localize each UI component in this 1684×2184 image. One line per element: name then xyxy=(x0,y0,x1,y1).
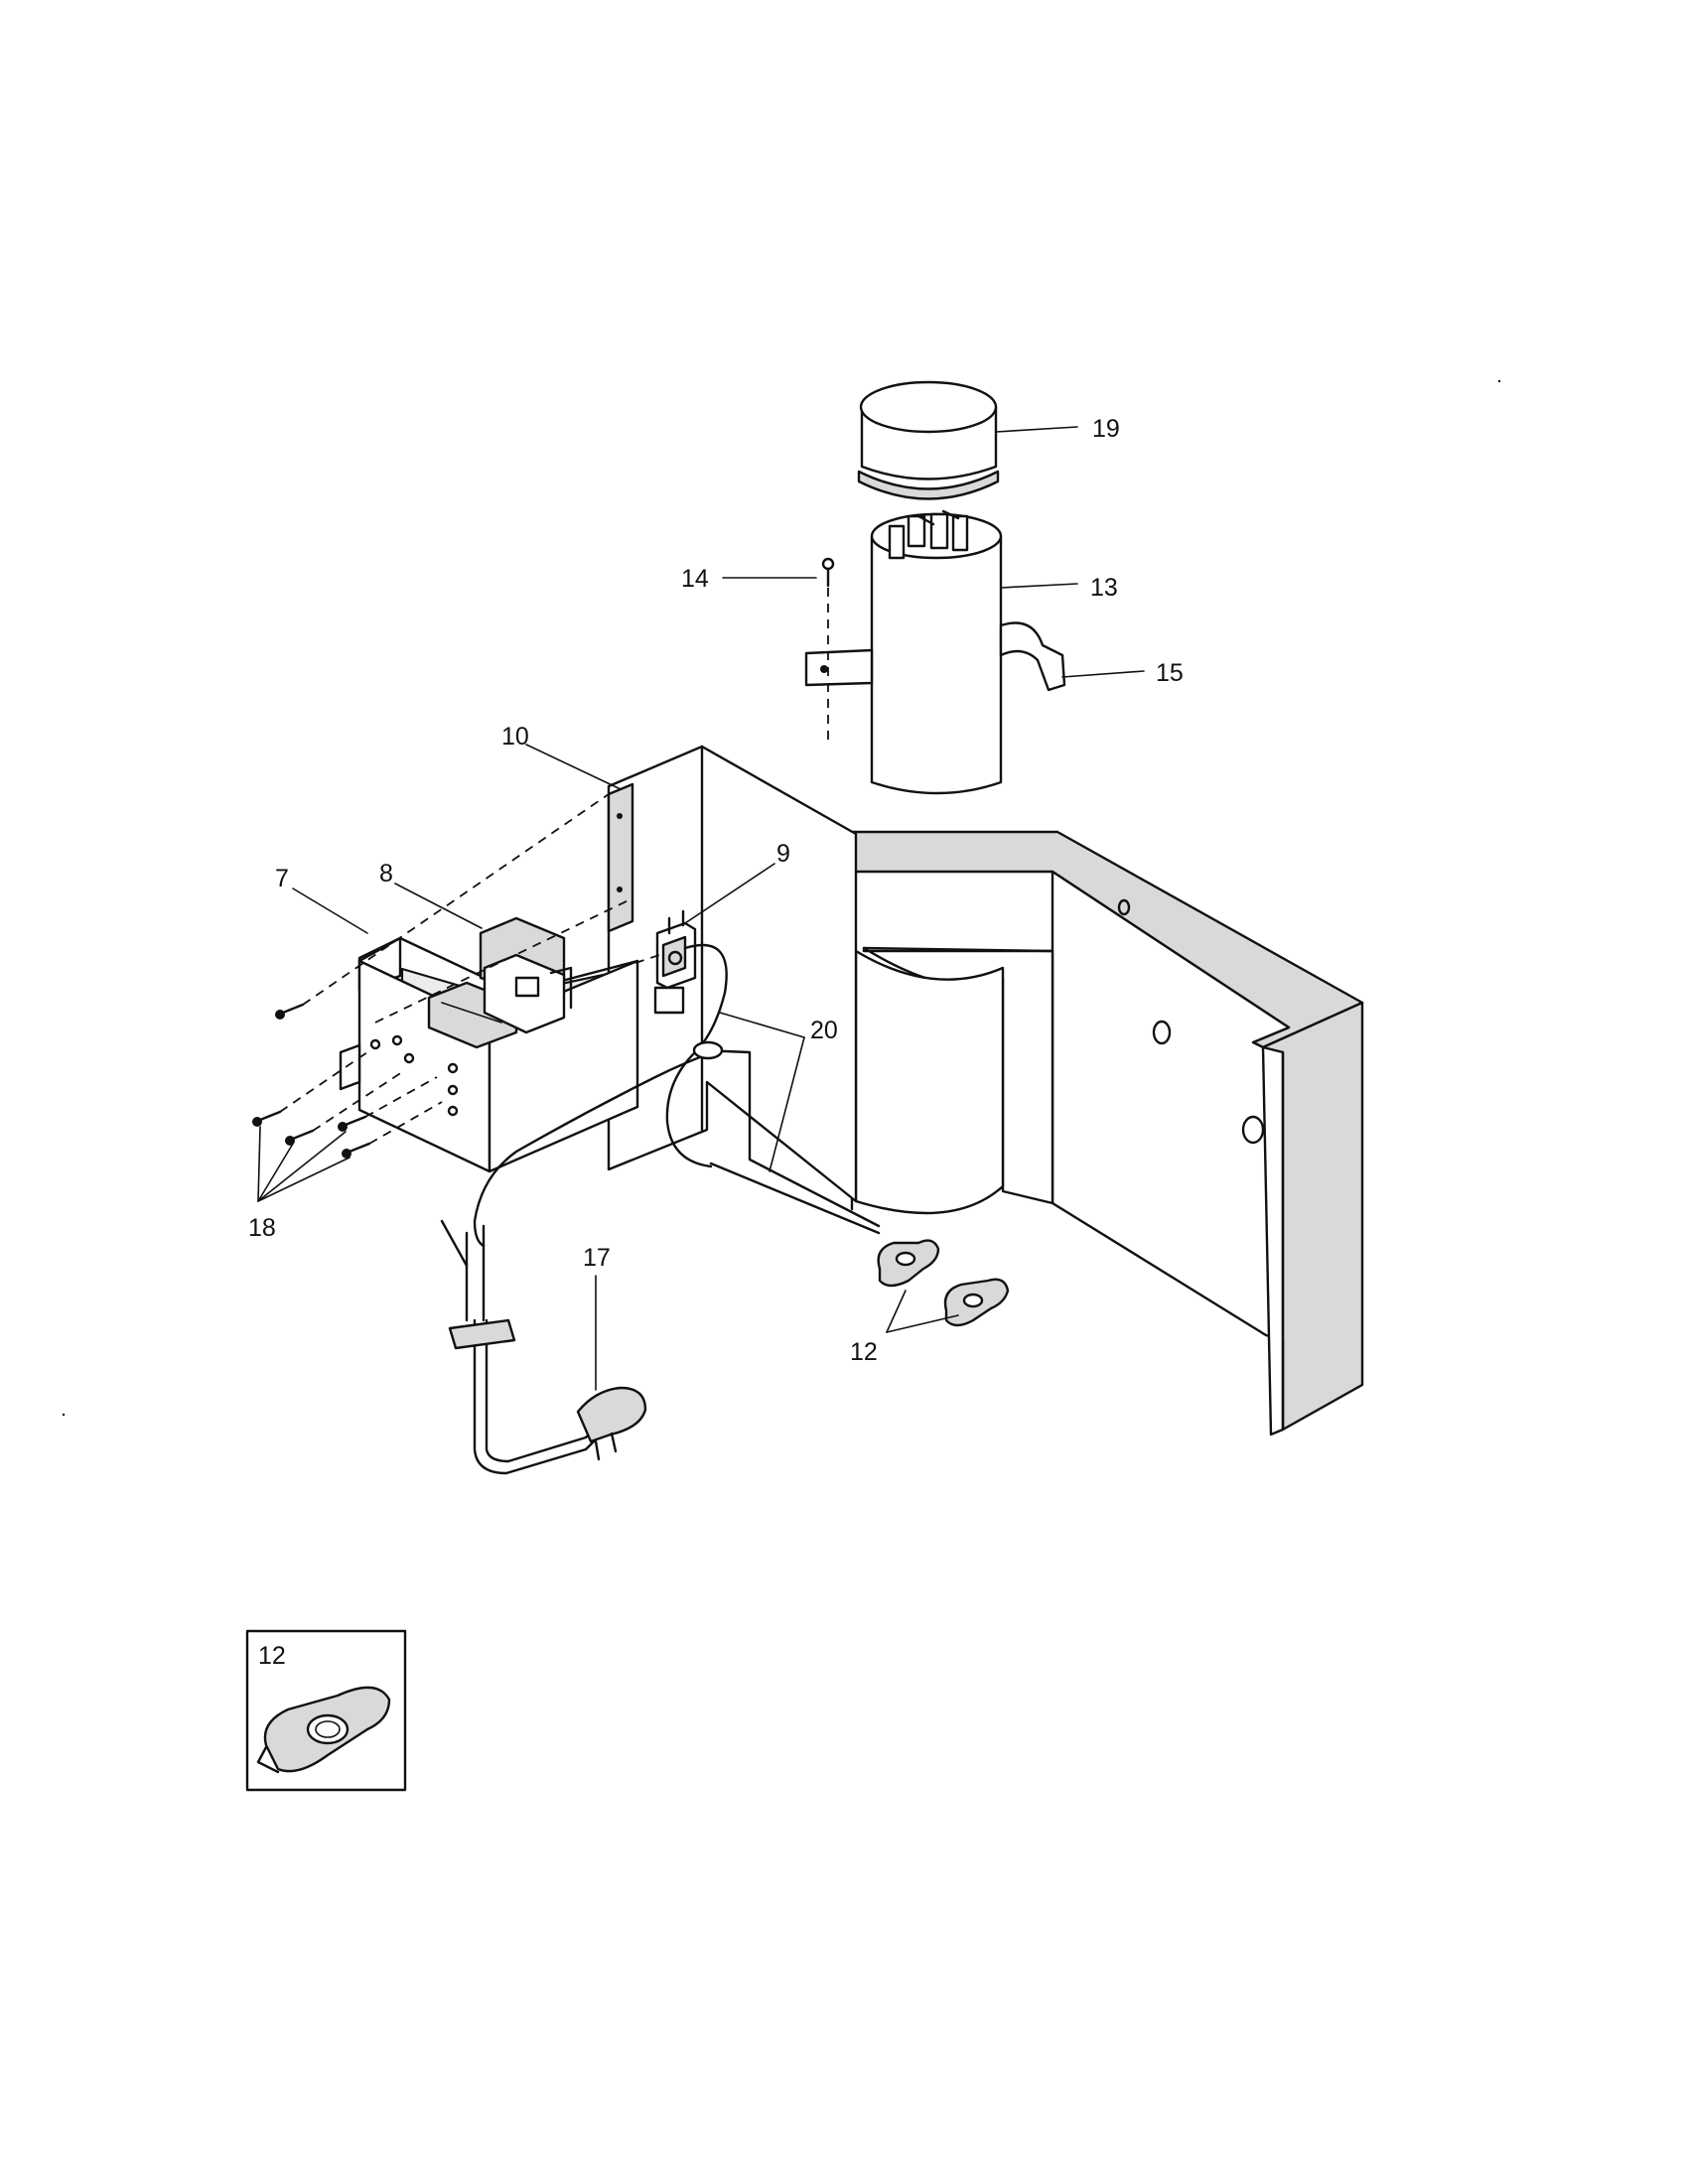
inset-detail: 12 xyxy=(245,1629,407,1792)
callouts: 19 14 13 15 10 7 8 9 20 18 17 12 xyxy=(248,415,1184,1366)
callout-8: 8 xyxy=(379,860,393,887)
callout-12: 12 xyxy=(850,1338,878,1366)
relay xyxy=(479,916,573,1034)
grommet-detail xyxy=(256,1686,391,1774)
capacitor-strap xyxy=(804,621,1066,692)
capacitor-cover xyxy=(857,380,1000,500)
inset-frame xyxy=(245,1629,407,1792)
inset-label: 12 xyxy=(258,1642,286,1670)
callout-17: 17 xyxy=(583,1244,611,1272)
wire-harness xyxy=(473,943,881,1248)
capacitor xyxy=(870,509,1003,795)
callout-19: 19 xyxy=(1092,415,1120,443)
screw-14 xyxy=(821,557,835,740)
grommet xyxy=(943,1278,1010,1327)
callout-18: 18 xyxy=(248,1214,276,1242)
panel-hole xyxy=(1152,1020,1172,1045)
callout-13: 13 xyxy=(1090,574,1118,602)
panel-hole xyxy=(1241,1115,1265,1145)
callout-10: 10 xyxy=(501,723,529,751)
callout-7: 7 xyxy=(275,865,289,892)
cabinet-panel xyxy=(850,830,1364,1436)
callout-15: 15 xyxy=(1156,659,1184,687)
screws xyxy=(252,793,666,1159)
grommet xyxy=(877,1239,940,1288)
power-cord xyxy=(440,1219,647,1475)
mounting-plate xyxy=(607,745,858,1203)
callout-20: 20 xyxy=(810,1017,838,1044)
switch xyxy=(653,909,697,1015)
panel-hole xyxy=(1117,898,1131,916)
callout-14: 14 xyxy=(681,565,709,593)
leader-lines xyxy=(257,426,1145,1391)
callout-9: 9 xyxy=(776,840,790,868)
